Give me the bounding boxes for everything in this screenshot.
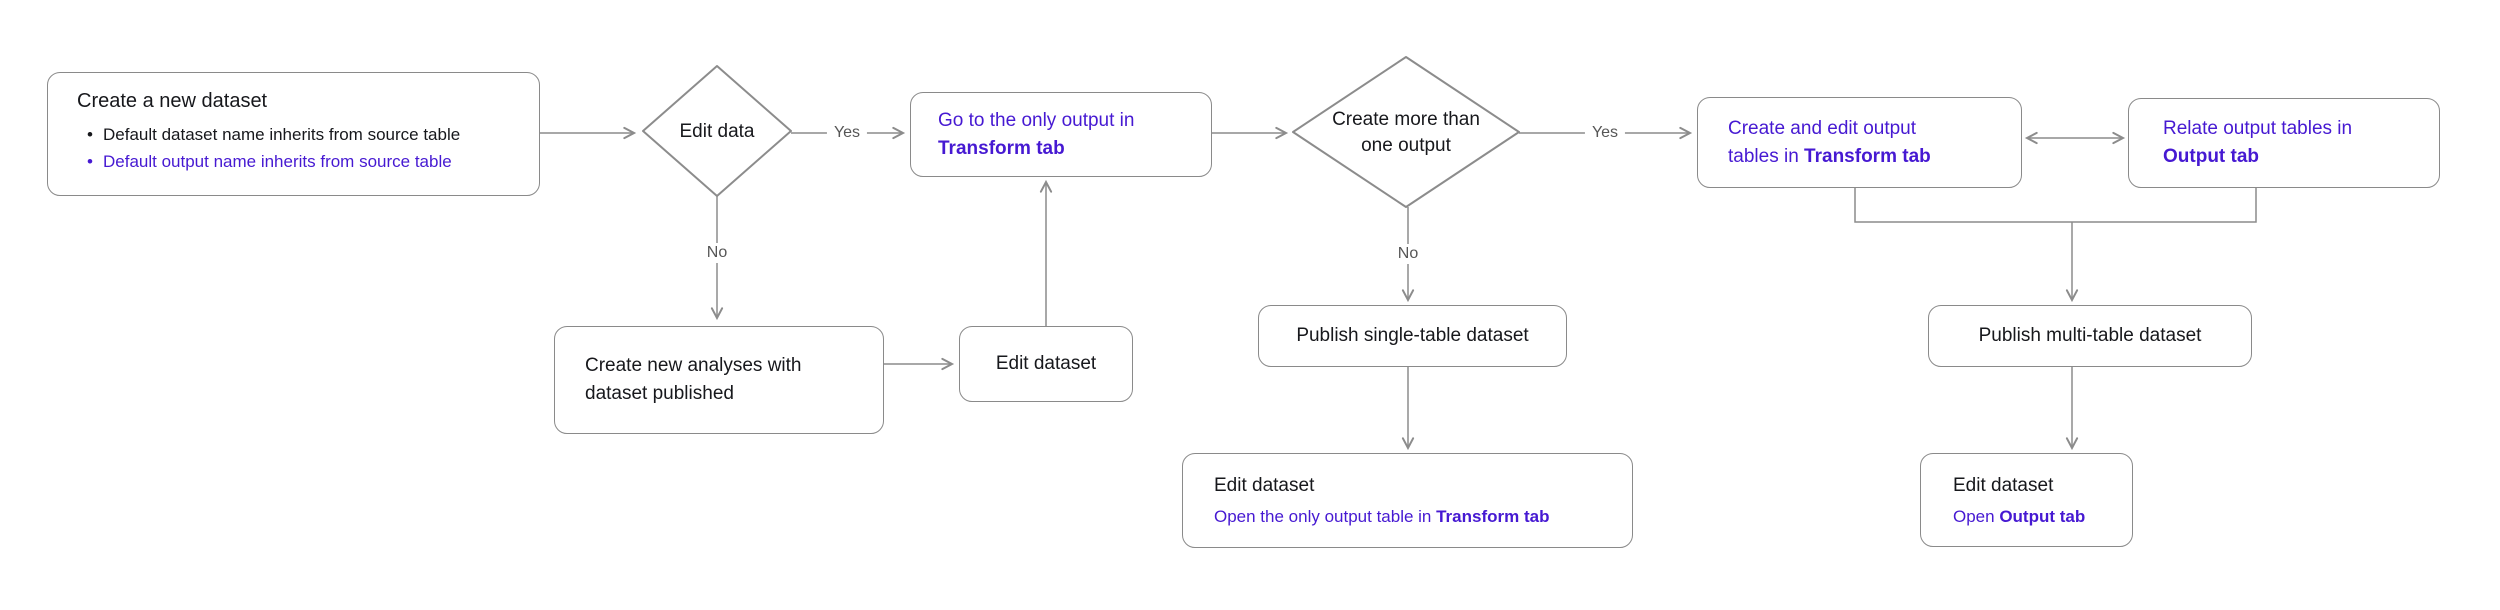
node-publish-single-table-dataset: Publish single-table dataset xyxy=(1258,305,1567,367)
bullet-dot xyxy=(77,121,103,148)
node-edit-dataset-single-table: Edit dataset Open the only output table … xyxy=(1182,453,1633,548)
node-label: Publish multi-table dataset xyxy=(1978,325,2202,346)
node-go-to-only-output: Go to the only output in Transform tab xyxy=(910,92,1212,177)
node-edit-dataset: Edit dataset xyxy=(959,326,1133,402)
decision-diamond-create-more xyxy=(1292,56,1520,208)
node-line2: Output tab xyxy=(2163,146,2260,167)
edge-label-yes-edit-data: Yes xyxy=(826,123,868,143)
edge-label-yes-create-more: Yes xyxy=(1584,123,1626,143)
node-line1: Relate output tables in xyxy=(2163,118,2353,139)
bullet-dot xyxy=(77,148,103,175)
node-title: Create a new dataset xyxy=(77,90,268,112)
node-subtitle: Open Output tab xyxy=(1953,506,2132,528)
node-relate-output-tables: Relate output tables in Output tab xyxy=(2128,98,2440,188)
node-line2: dataset published xyxy=(585,383,734,404)
edge-label-no-edit-data: No xyxy=(699,243,735,263)
node-subtitle: Open the only output table in Transform … xyxy=(1214,506,1632,528)
bullet-text: Default output name inherits from source… xyxy=(103,152,452,171)
subtitle-prefix: Open xyxy=(1953,506,2000,526)
node-line1: Go to the only output in xyxy=(938,109,1135,131)
node-create-edit-output-tables: Create and edit output tables in Transfo… xyxy=(1697,97,2022,188)
node-publish-multi-table-dataset: Publish multi-table dataset xyxy=(1928,305,2252,367)
decision-line2: one output xyxy=(1361,135,1451,156)
decision-label-create-more-than-one-output: Create more than one output xyxy=(1332,107,1480,159)
subtitle-bold: Transform tab xyxy=(1436,507,1550,526)
subtitle-bold: Output tab xyxy=(1999,506,2086,526)
bullet-default-dataset-name: Default dataset name inherits from sourc… xyxy=(77,121,529,148)
node-line2-prefix: tables in xyxy=(1728,145,1805,167)
node-label: Publish single-table dataset xyxy=(1296,325,1529,346)
node-line1: Create new analyses with xyxy=(585,355,802,376)
node-title: Edit dataset xyxy=(1953,474,2054,496)
subtitle-prefix: Open the only output table in xyxy=(1214,507,1437,526)
merge-connector xyxy=(1854,188,2257,223)
node-line2: Transform tab xyxy=(938,137,1065,159)
node-line1: Create and edit output xyxy=(1728,117,1917,139)
node-title: Edit dataset xyxy=(1214,475,1315,496)
decision-line1: Create more than xyxy=(1332,109,1480,130)
node-create-new-analyses: Create new analyses with dataset publish… xyxy=(554,326,884,434)
node-label: Edit dataset xyxy=(995,353,1097,374)
node-line2-bold: Transform tab xyxy=(1804,145,1931,167)
bullet-text: Default dataset name inherits from sourc… xyxy=(103,125,461,144)
node-line2: tables in Transform tab xyxy=(1728,143,2021,171)
edge-label-no-create-more: No xyxy=(1390,244,1426,264)
decision-label-edit-data: Edit data xyxy=(679,121,755,142)
decision-diamond-edit-data xyxy=(642,65,792,197)
node-create-new-dataset: Create a new dataset Default dataset nam… xyxy=(47,72,540,196)
bullet-default-output-name: Default output name inherits from source… xyxy=(77,148,529,175)
node-edit-dataset-multi-table: Edit dataset Open Output tab xyxy=(1920,453,2133,547)
